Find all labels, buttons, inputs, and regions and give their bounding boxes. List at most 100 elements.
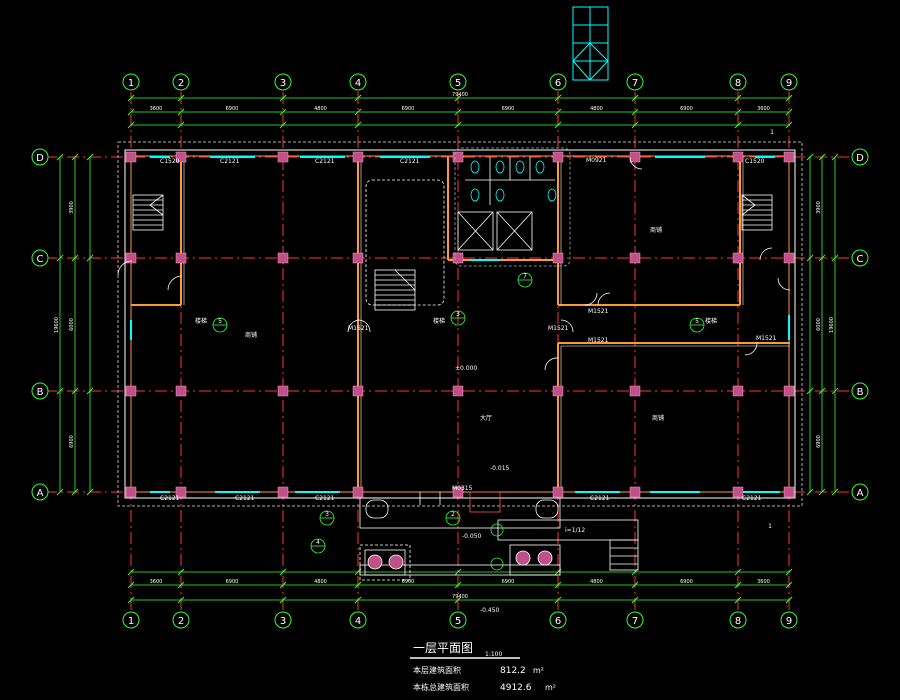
svg-text:6: 6 — [555, 78, 561, 89]
window-bottom-1: C2121 — [160, 495, 180, 502]
room-4: 商铺 — [650, 226, 662, 234]
svg-text:4: 4 — [316, 539, 320, 546]
structural-columns — [125, 151, 795, 498]
dim-bottom-2: 4800 — [314, 579, 327, 585]
axis-bubble-col-6: 6 — [549, 611, 567, 629]
axis-bubble-col-4: 4 — [349, 73, 367, 91]
area-unit-1: m² — [533, 666, 544, 675]
dim-bottom-4: 6900 — [502, 579, 515, 585]
dim-top-0: 3600 — [150, 106, 163, 112]
windows — [130, 156, 790, 493]
column-pillar — [732, 252, 744, 264]
window-bottom-5: C2121 — [742, 495, 762, 502]
axis-bubble-col-5: 5 — [449, 611, 467, 629]
column-pillar — [629, 252, 641, 264]
window-top-1: C1520 — [160, 158, 180, 165]
column-pillar — [277, 151, 289, 163]
section-callouts — [212, 272, 705, 571]
column-pillar — [352, 252, 364, 264]
svg-text:5: 5 — [695, 318, 699, 325]
door-m1: M1521 — [348, 325, 369, 332]
column-pillar — [552, 151, 564, 163]
column-pillar — [175, 252, 187, 264]
column-pillar — [452, 151, 464, 163]
window-top-4: C2121 — [400, 158, 420, 165]
svg-text:5: 5 — [218, 318, 222, 325]
window-top-3: C2121 — [315, 158, 335, 165]
column-pillar — [629, 385, 641, 397]
grid-lines-vertical — [130, 92, 790, 618]
column-pillar — [783, 385, 795, 397]
svg-text:8: 8 — [735, 616, 741, 627]
window-bottom-2: C2121 — [235, 495, 255, 502]
svg-text:9: 9 — [786, 616, 792, 627]
axis-bubble-col-8: 8 — [729, 73, 747, 91]
level-main: ±0.000 — [455, 365, 477, 372]
column-pillar — [125, 151, 137, 163]
svg-text:6: 6 — [555, 616, 561, 627]
stair-label-2: 楼梯 — [433, 317, 445, 325]
svg-text:5: 5 — [455, 616, 461, 627]
dim-overall-top: 79400 — [452, 92, 468, 98]
svg-text:1: 1 — [128, 78, 134, 89]
toilets — [465, 157, 557, 205]
dimension-ticks — [56, 94, 839, 604]
dim-right-overall: 19600 — [829, 317, 835, 333]
stair-right — [741, 194, 773, 231]
door-m2: M1521 — [548, 325, 569, 332]
area-unit-2: m² — [545, 683, 556, 692]
axis-bubble-col-9: 9 — [780, 73, 798, 91]
column-pillar — [452, 486, 464, 498]
dimension-lines — [59, 97, 836, 601]
room-2: 大厅 — [480, 414, 492, 422]
level-outside: -0.450 — [480, 607, 500, 614]
column-pillar — [629, 151, 641, 163]
window-top-5: C1520 — [745, 158, 765, 165]
stair-label-1: 楼梯 — [195, 317, 207, 325]
door-m3: M1521 — [588, 308, 609, 315]
axis-bubble-col-4: 4 — [349, 611, 367, 629]
dim-left-0: 3900 — [69, 201, 75, 214]
door-m4: M1521 — [588, 337, 609, 344]
room-3: 商铺 — [652, 414, 664, 422]
door-m6: M0921 — [586, 157, 607, 164]
svg-text:3: 3 — [280, 78, 286, 89]
svg-text:1: 1 — [128, 616, 134, 627]
level-ramp: -0.050 — [462, 533, 482, 540]
dim-right-1: 6000 — [816, 318, 822, 331]
axis-bubble-col-5: 5 — [449, 73, 467, 91]
column-pillar — [783, 151, 795, 163]
column-pillar — [552, 385, 564, 397]
dim-top-4: 6900 — [502, 106, 515, 112]
dim-left-1: 6000 — [69, 318, 75, 331]
drawing-title: 一层平面图 — [413, 641, 473, 655]
svg-text:9: 9 — [786, 78, 792, 89]
axis-bubble-row-B: B — [31, 382, 49, 400]
axis-bubble-col-9: 9 — [780, 611, 798, 629]
dim-bottom-5: 4800 — [590, 579, 603, 585]
dim-top-3: 6900 — [402, 106, 415, 112]
svg-text:D: D — [856, 153, 864, 164]
drawing-scale: 1:100 — [485, 651, 502, 658]
column-pillar — [352, 486, 364, 498]
slope-label: i=1/12 — [565, 527, 585, 534]
column-pillar — [629, 486, 641, 498]
window-bottom-4: C2121 — [590, 495, 610, 502]
window-top-2: C2121 — [220, 158, 240, 165]
axis-bubble-row-B: B — [851, 382, 869, 400]
svg-text:3: 3 — [456, 311, 460, 318]
column-pillar — [732, 385, 744, 397]
column-pillar — [452, 385, 464, 397]
axis-bubble-col-3: 3 — [274, 611, 292, 629]
svg-text:C: C — [857, 254, 864, 265]
elevator-shafts — [454, 147, 571, 267]
dim-left-2: 6900 — [69, 435, 75, 448]
stair-center — [365, 179, 445, 311]
axis-bubble-row-A: A — [851, 483, 869, 501]
dim-top-1: 6900 — [226, 106, 239, 112]
area-label-2: 本栋总建筑面积 — [413, 682, 469, 692]
interior-walls-inner — [183, 157, 790, 492]
